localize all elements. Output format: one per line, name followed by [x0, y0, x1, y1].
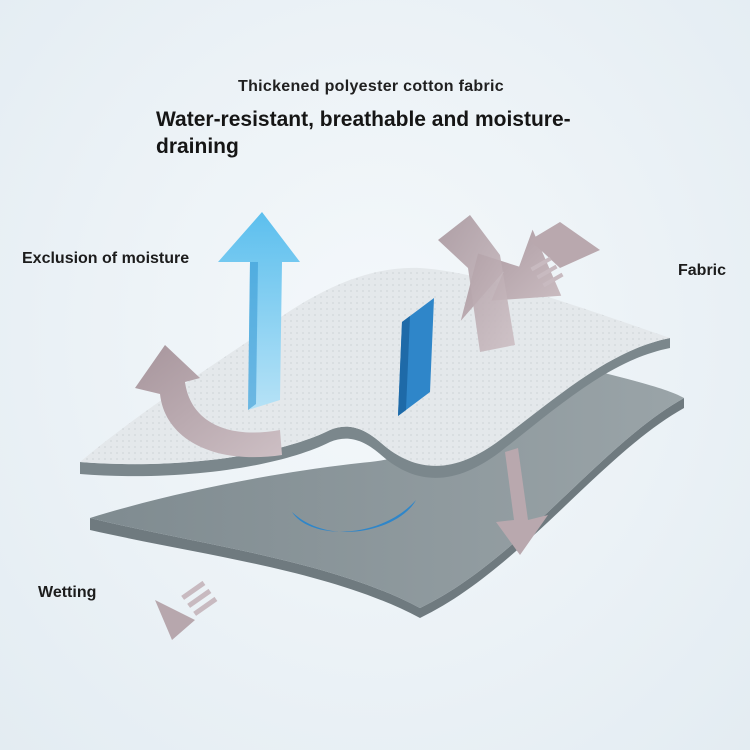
curved-return-arrow-icon	[135, 345, 282, 458]
label-fabric: Fabric	[678, 262, 727, 279]
bottom-fabric-layer	[90, 372, 684, 618]
wetting-arrow-icon	[155, 580, 218, 640]
vent-arrow-icon	[438, 215, 600, 352]
top-fabric-layer	[80, 267, 670, 478]
label-exclusion: Exclusion of moisture	[22, 250, 190, 267]
down-arrow-icon	[496, 448, 548, 555]
subtitle: Thickened polyester cotton fabric	[238, 78, 504, 95]
water-drop-shape	[292, 500, 416, 532]
label-wetting: Wetting	[38, 584, 97, 601]
page-title: Water-resistant, breathable and moisture…	[156, 108, 571, 158]
moisture-up-arrow-icon	[218, 212, 300, 410]
vent-stripes	[530, 256, 564, 288]
